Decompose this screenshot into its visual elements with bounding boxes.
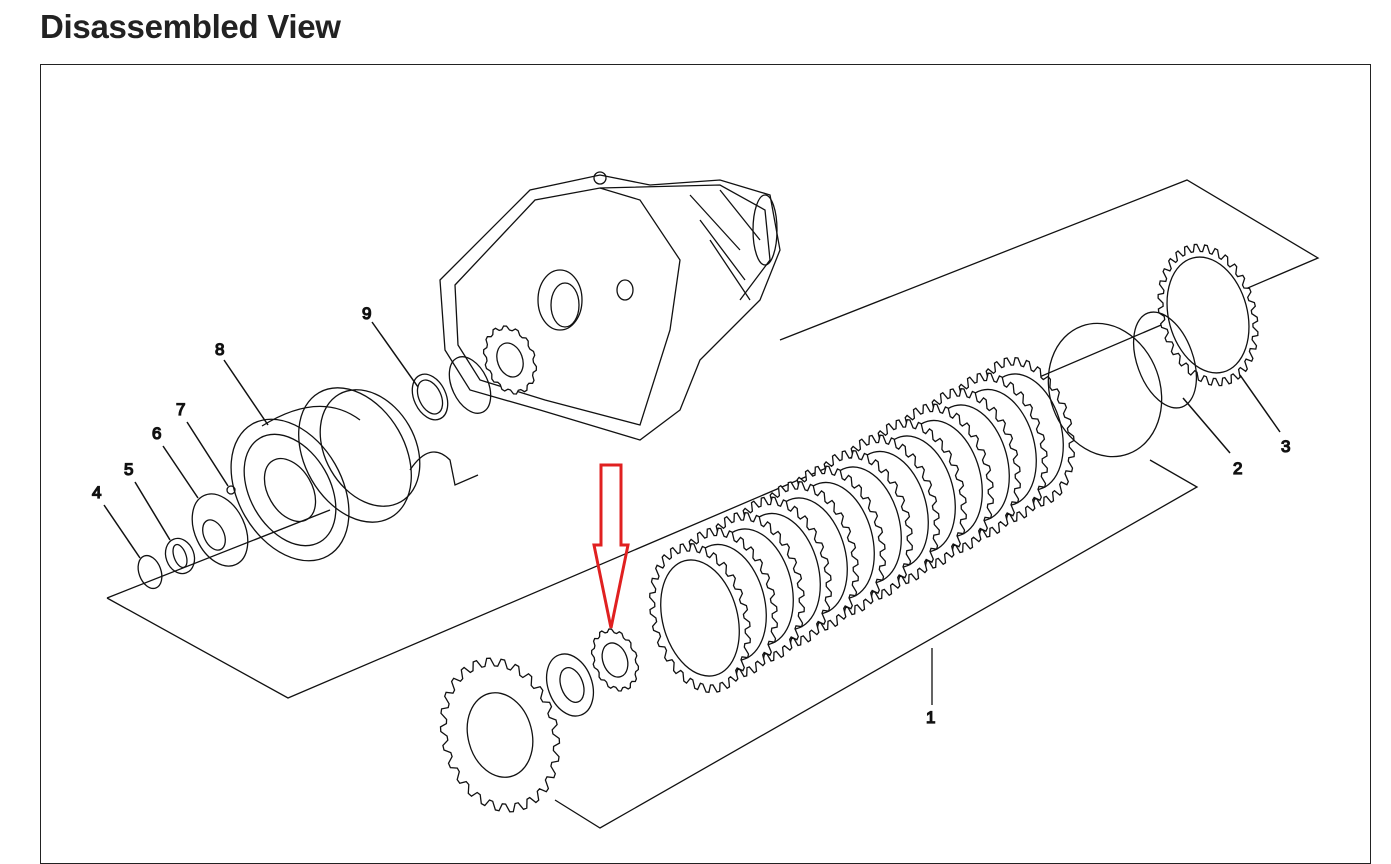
output-gear-bore [466,692,534,778]
clutch-plate [649,542,751,694]
callout-3: 3 [1281,437,1290,456]
callout-4: 4 [92,483,101,502]
callout-9: 9 [362,304,371,323]
transmission-case [439,171,781,441]
clutch-plate-bore [660,559,740,677]
assembly-bracket-lower [554,459,1199,829]
callout-2: 2 [1233,459,1242,478]
page-title: Disassembled View [40,8,341,45]
gear-3 [1157,243,1259,387]
highlight-arrow-icon [592,463,630,629]
small-parts [137,311,1198,717]
leader-lines [103,321,1281,559]
callout-6: 6 [152,424,161,443]
gear-3-bore [1166,256,1250,374]
input-gear-bore [496,342,524,378]
small-sun-gear-bore [601,642,629,678]
callout-7: 7 [176,400,185,419]
callout-8: 8 [215,340,224,359]
input-gear [482,325,538,395]
callout-1: 1 [926,708,935,727]
callout-5: 5 [124,460,133,479]
clutch-housing [230,387,479,562]
small-sun-gear [590,628,640,692]
output-gear [439,657,561,813]
